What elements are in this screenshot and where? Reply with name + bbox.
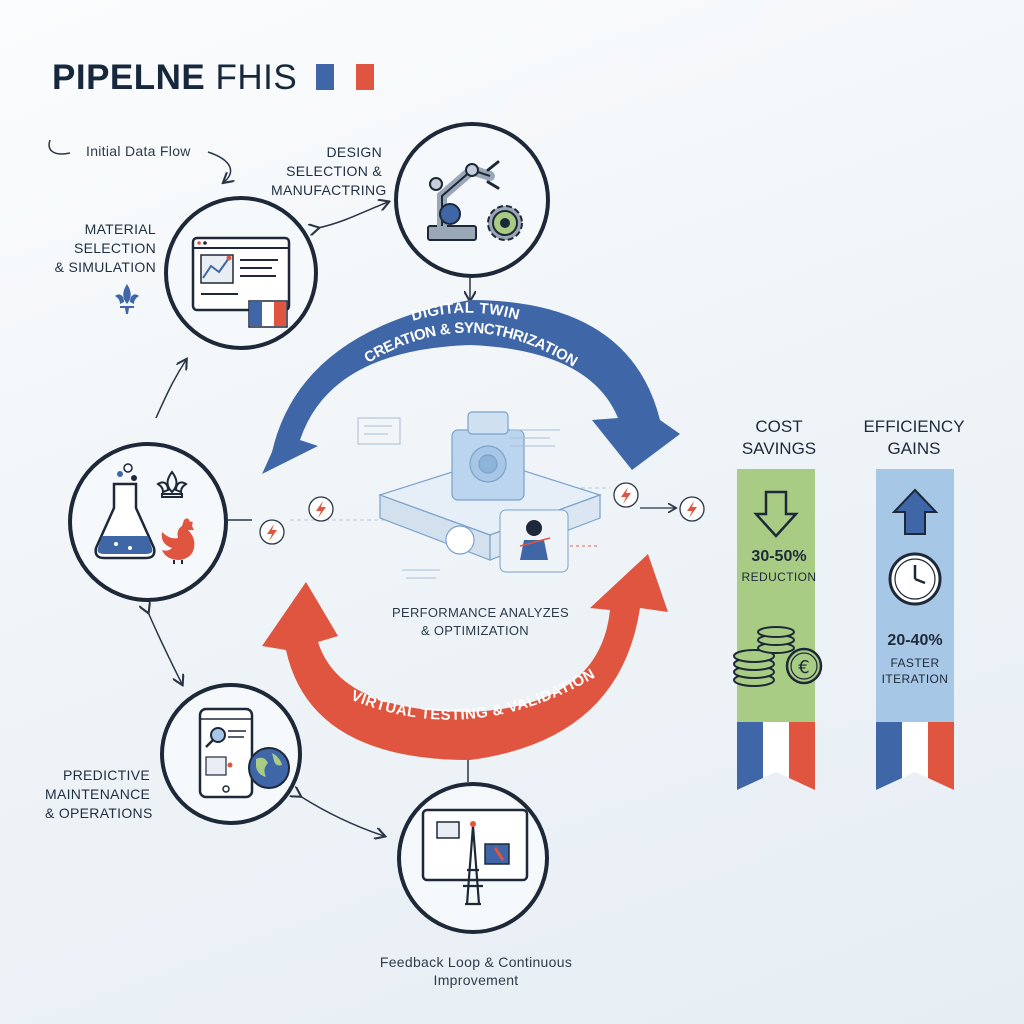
rooster-icon (161, 518, 195, 564)
fleur-de-lis-icon (112, 282, 142, 321)
cost-sub: REDUCTION (741, 570, 817, 584)
initial-flow-start (48, 139, 71, 155)
title-flag-blue (316, 64, 334, 90)
eiffel-tower-icon (421, 808, 529, 906)
material-label: MATERIAL SELECTION & SIMULATION (54, 221, 156, 275)
lightning-icon (258, 518, 286, 551)
efficiency-ribbon (876, 722, 954, 790)
flask-icon (94, 463, 156, 560)
digital-twin-machine-icon (357, 411, 602, 579)
lab-material-link (155, 360, 186, 419)
design-node[interactable] (394, 122, 550, 278)
title-rest: FHIS (215, 58, 298, 97)
lightning-icon (678, 495, 706, 528)
monitor-chart-icon (191, 236, 291, 312)
flag-icon (248, 300, 288, 328)
title-flag-red (356, 64, 374, 90)
page-title: PIPELNE FHIS (52, 58, 297, 98)
predictive-label: PREDICTIVE MAINTENANCE & OPERATIONS (45, 767, 153, 821)
efficiency-title: EFFICIENCY GAINS (863, 417, 965, 458)
initial-flow-label: Initial Data Flow (86, 143, 191, 159)
digital-twin-arc (262, 300, 680, 474)
feedback-label: Feedback Loop & Continuous Improvement (379, 954, 573, 988)
tablet-icon (198, 707, 254, 799)
cost-ribbon (737, 722, 815, 790)
euro-icon: € (785, 647, 823, 685)
lab-node[interactable] (68, 442, 228, 602)
coins-icon (733, 626, 795, 687)
lab-predictive-link (148, 612, 182, 684)
gear-icon (487, 205, 523, 241)
predictive-node[interactable] (160, 683, 302, 825)
material-design-link (318, 202, 388, 228)
predictive-feedback-link (300, 796, 384, 836)
efficiency-value: 20-40% (887, 632, 943, 649)
globe-icon (248, 747, 290, 789)
arrow-down-icon (753, 490, 799, 538)
virtual-testing-arc (262, 554, 668, 760)
arrow-up-icon (891, 488, 939, 535)
performance-label: PERFORMANCE ANALYZES & OPTIMIZATION (392, 605, 569, 638)
cost-value: 30-50% (751, 548, 807, 565)
initial-flow-arrow (207, 151, 231, 182)
title-bold: PIPELNE (52, 58, 206, 97)
svg-text:€: € (798, 657, 809, 678)
efficiency-sub: FASTER ITERATION (881, 656, 949, 686)
lightning-icon (612, 481, 640, 514)
cost-title: COST SAVINGS (741, 417, 817, 458)
material-node[interactable] (164, 196, 318, 350)
design-label: DESIGN SELECTION & MANUFACTRING (271, 144, 387, 198)
clock-icon (888, 552, 942, 606)
feedback-node[interactable] (397, 782, 549, 934)
robot-arm-icon (427, 160, 500, 241)
lightning-icon (307, 495, 335, 528)
fleur-de-lis-icon (156, 470, 188, 498)
